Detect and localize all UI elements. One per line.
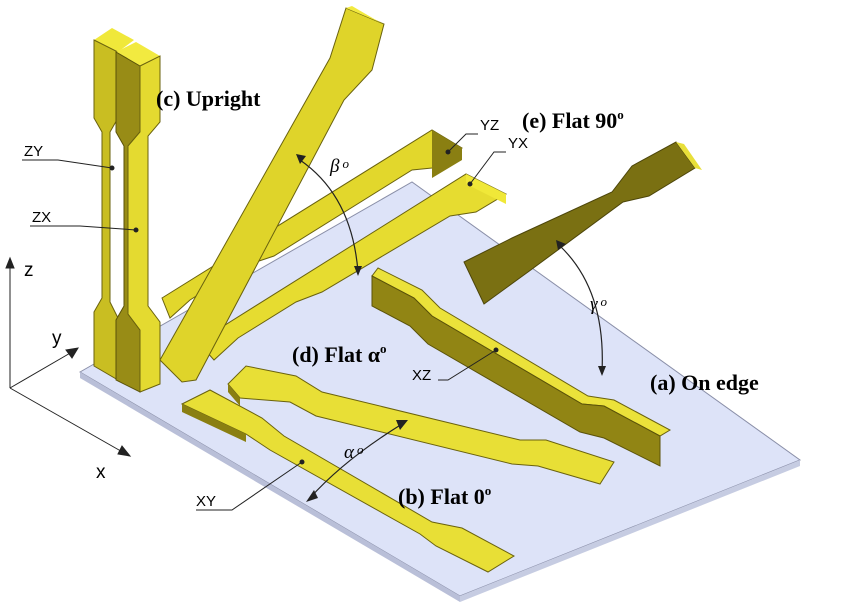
label-flat-alpha: (d) Flat αo <box>292 341 387 367</box>
leader-lines <box>22 133 506 511</box>
label-flat-90-text: (e) Flat 90 <box>522 108 617 133</box>
zy-leader <box>22 159 113 169</box>
xy-leader <box>196 461 303 511</box>
build-plate <box>79 181 802 602</box>
specimen-flat-alpha <box>227 365 615 485</box>
axis-x-label: x <box>96 462 106 483</box>
yz-leader <box>447 133 478 153</box>
angle-alpha-symbol: α <box>344 442 355 463</box>
label-flat-0-text: (b) Flat 0 <box>398 484 485 509</box>
specimen-angled-upright <box>159 6 385 383</box>
code-xz: XZ <box>412 367 431 384</box>
specimen-flat-0 <box>180 389 516 573</box>
angle-beta-degree: o <box>342 156 349 171</box>
z-arrowhead <box>5 256 15 269</box>
label-flat-90-sup: o <box>617 107 624 122</box>
label-on-edge: (a) On edge <box>650 370 759 395</box>
code-zy: ZY <box>24 143 43 160</box>
label-flat-0: (b) Flat 0o <box>398 483 491 509</box>
code-zx: ZX <box>32 209 51 226</box>
xz-leader <box>438 349 497 381</box>
alpha-arc <box>309 423 403 499</box>
gamma-arc <box>559 245 603 373</box>
specimen-on-edge <box>371 267 672 467</box>
specimen-upright-zx <box>115 42 161 393</box>
x-arrowhead <box>117 445 132 457</box>
angle-gamma-degree: o <box>601 294 608 309</box>
gamma-arrowhead <box>598 366 606 376</box>
label-flat-0-sup: o <box>485 483 492 498</box>
beta-arc <box>299 159 359 273</box>
label-flat-alpha-text: (d) Flat α <box>292 342 381 367</box>
alpha-arrowhead <box>306 490 318 502</box>
zx-leader <box>30 225 137 231</box>
beta-arrowhead <box>354 266 362 276</box>
axis-z-label: z <box>24 260 34 281</box>
label-flat-90: (e) Flat 90o <box>522 107 624 133</box>
axis-y-label: y <box>52 328 62 349</box>
y-arrowhead <box>65 347 79 359</box>
label-upright: (c) Upright <box>156 86 261 111</box>
yx-leader <box>469 151 506 185</box>
code-xy: XY <box>196 493 216 510</box>
code-yz: YZ <box>480 117 499 134</box>
angle-alpha-degree: o <box>357 442 364 457</box>
angle-arcs <box>296 154 606 502</box>
angle-gamma-symbol: γ <box>590 294 598 315</box>
label-flat-alpha-sup: o <box>380 341 387 356</box>
angle-beta-symbol: β <box>329 156 340 177</box>
coordinate-axes <box>5 256 132 457</box>
specimen-yx <box>197 173 508 361</box>
code-yx: YX <box>508 135 528 152</box>
specimen-flat-90 <box>463 141 702 305</box>
